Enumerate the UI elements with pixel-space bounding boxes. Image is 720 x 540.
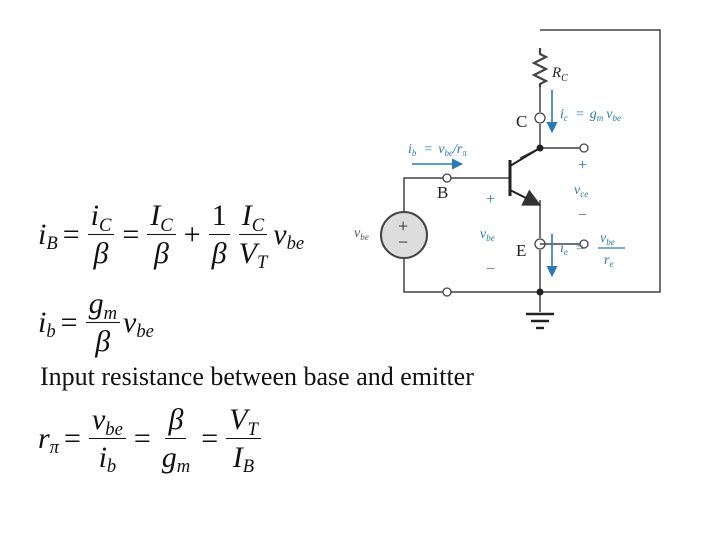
vce-plus: + — [578, 157, 587, 174]
eq2-vbe: vbe — [123, 305, 154, 343]
base-node-label: B — [437, 183, 448, 202]
eq3-lhs: rπ — [38, 421, 60, 459]
ie-fraction-num: vbe — [600, 231, 615, 247]
right-return-wire — [540, 29, 661, 293]
plus-sign: + — [183, 217, 201, 251]
rc-label: RC — [551, 65, 568, 84]
fraction-vbe-over-ib: vbe ib — [88, 404, 126, 477]
collector-node-dot — [536, 144, 544, 152]
source-bottom-wire — [403, 258, 444, 293]
collector-node-label: C — [516, 112, 527, 131]
ie-label: ie= — [560, 241, 584, 257]
vbe-label: vbe — [480, 227, 495, 243]
vce-minus: − — [578, 207, 587, 224]
equation-base-current: iB = iC β = IC β + 1 β IC VT vbe — [38, 199, 305, 274]
vbe-minus: − — [486, 261, 495, 278]
collector-terminal — [534, 112, 546, 124]
vce-label: vce — [574, 183, 588, 199]
ground-left-terminal — [442, 287, 452, 297]
equation-small-signal-base-current: ib = gm β vbe — [38, 288, 154, 357]
ib-label: ib=vbe/rπ — [408, 142, 467, 158]
base-terminal — [442, 173, 452, 183]
fraction-IC-over-beta: IC β — [147, 200, 176, 269]
fraction-IC-over-VT: IC VT — [238, 199, 268, 274]
eq1-lhs: iB — [38, 217, 58, 255]
eq1-vbe: vbe — [273, 217, 305, 255]
equals-sign: = — [60, 305, 78, 339]
npn-transistor — [508, 147, 542, 206]
svg-text:−: − — [398, 232, 408, 252]
equation-input-resistance: rπ = vbe ib = β gm = VT IB — [38, 403, 264, 478]
fraction-gm-over-beta: gm β — [85, 288, 120, 357]
fraction-VT-over-IB: VT IB — [226, 404, 261, 477]
fraction-ic-over-beta: iC β — [87, 200, 115, 269]
vbe-plus: + — [486, 191, 495, 208]
collector-resistor — [531, 48, 549, 87]
ground-icon — [526, 312, 554, 330]
svg-text:+: + — [398, 216, 408, 236]
ie-fraction-den: re — [604, 253, 613, 269]
ground-node-dot — [536, 288, 544, 296]
equals-sign: = — [64, 421, 81, 455]
vce-plus-terminal — [579, 143, 589, 153]
eq2-lhs: ib — [38, 305, 56, 343]
caption-input-resistance: Input resistance between base and emitte… — [40, 362, 474, 391]
equals-sign: = — [133, 421, 151, 455]
fraction-beta-over-gm: β gm — [161, 403, 191, 478]
equals-sign: = — [62, 217, 80, 251]
fraction-one-over-beta: 1 β — [208, 200, 230, 269]
equals-sign: = — [201, 421, 219, 455]
source-label: vbe — [354, 226, 369, 242]
source-top-wire — [403, 177, 444, 212]
circuit-wires — [403, 29, 661, 312]
voltage-source: + − — [380, 211, 428, 259]
equals-sign: = — [122, 217, 140, 251]
emitter-node-label: E — [516, 241, 526, 260]
